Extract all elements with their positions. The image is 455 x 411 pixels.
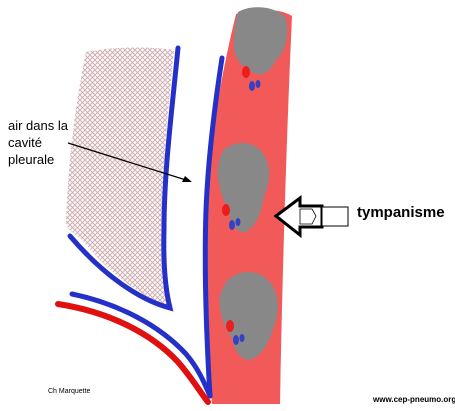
air-pleural-cavity-label: air dans la cavité pleurale: [8, 117, 118, 168]
percussion-arrow-tail: [322, 207, 348, 226]
website-credit: www.cep-pneumo.org: [373, 395, 455, 404]
air-label-line1: air dans la: [8, 118, 68, 133]
vein-2: [229, 220, 235, 230]
vein-3b: [240, 334, 245, 342]
artery-2: [222, 204, 230, 216]
artery-3: [226, 320, 234, 332]
collapsed-lung: [66, 48, 174, 306]
air-label-line2: cavité: [8, 135, 42, 150]
artery-1: [242, 66, 250, 78]
vein-1b: [256, 80, 261, 88]
air-label-line3: pleurale: [8, 152, 54, 167]
pointer-arrowhead: [182, 176, 192, 182]
vein-3: [233, 335, 239, 345]
vein-1: [249, 81, 255, 91]
author-credit: Ch Marquette: [48, 388, 90, 395]
vein-2b: [236, 218, 241, 226]
tympanisme-label: tympanisme: [357, 204, 445, 221]
